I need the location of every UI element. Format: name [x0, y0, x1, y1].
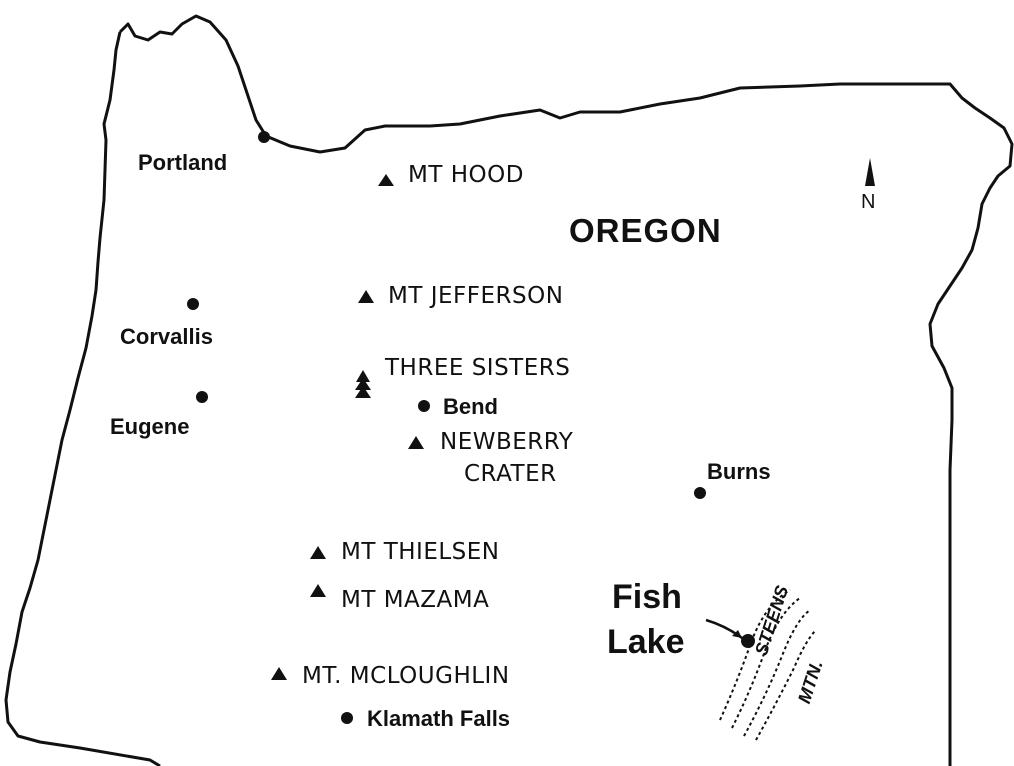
- city-marker-eugene: [196, 391, 208, 403]
- north-arrow-icon: [865, 158, 875, 186]
- mountain-label-newberry: NEWBERRY: [440, 429, 574, 455]
- fish-lake-arrowhead: [732, 630, 742, 638]
- fish-lake-label-line2: Lake: [607, 623, 685, 661]
- city-label-corvallis: Corvallis: [120, 324, 213, 349]
- map-title: OREGON: [569, 212, 722, 249]
- mountain-marker-hood: [378, 174, 394, 186]
- mountain-label-three-sisters: THREE SISTERS: [385, 355, 571, 381]
- mountain-label-thielsen: MT THIELSEN: [341, 539, 500, 565]
- city-marker-fish-lake: [741, 634, 755, 648]
- city-label-portland: Portland: [138, 150, 228, 175]
- city-label-burns: Burns: [707, 459, 771, 484]
- mountain-label-mcloughlin: MT. MCLOUGHLIN: [302, 663, 510, 689]
- city-marker-klamath: [341, 712, 353, 724]
- mountain-label-jefferson: MT JEFFERSON: [388, 283, 564, 309]
- mountain-marker-mazama: [310, 584, 326, 597]
- mountain-marker-newberry: [408, 436, 424, 449]
- city-label-eugene: Eugene: [110, 414, 190, 439]
- fish-lake-label-line1: Fish: [612, 578, 682, 616]
- mountain-label-mazama: MT MAZAMA: [341, 587, 490, 613]
- city-label-bend: Bend: [443, 394, 498, 419]
- city-label-klamath-falls: Klamath Falls: [367, 706, 511, 731]
- mountain-label-hood: MT HOOD: [408, 162, 524, 188]
- city-marker-bend: [418, 400, 430, 412]
- city-marker-corvallis: [187, 298, 199, 310]
- mountain-marker-jefferson: [358, 290, 374, 303]
- city-marker-burns: [694, 487, 706, 499]
- mountain-label-crater: CRATER: [464, 461, 557, 487]
- state-outline: [4, 14, 1014, 766]
- north-label: N: [861, 191, 876, 213]
- city-marker-portland: [258, 131, 270, 143]
- mountain-marker-three-sisters: [355, 370, 371, 398]
- mountain-marker-mcloughlin: [271, 667, 287, 680]
- mountain-marker-thielsen: [310, 546, 326, 559]
